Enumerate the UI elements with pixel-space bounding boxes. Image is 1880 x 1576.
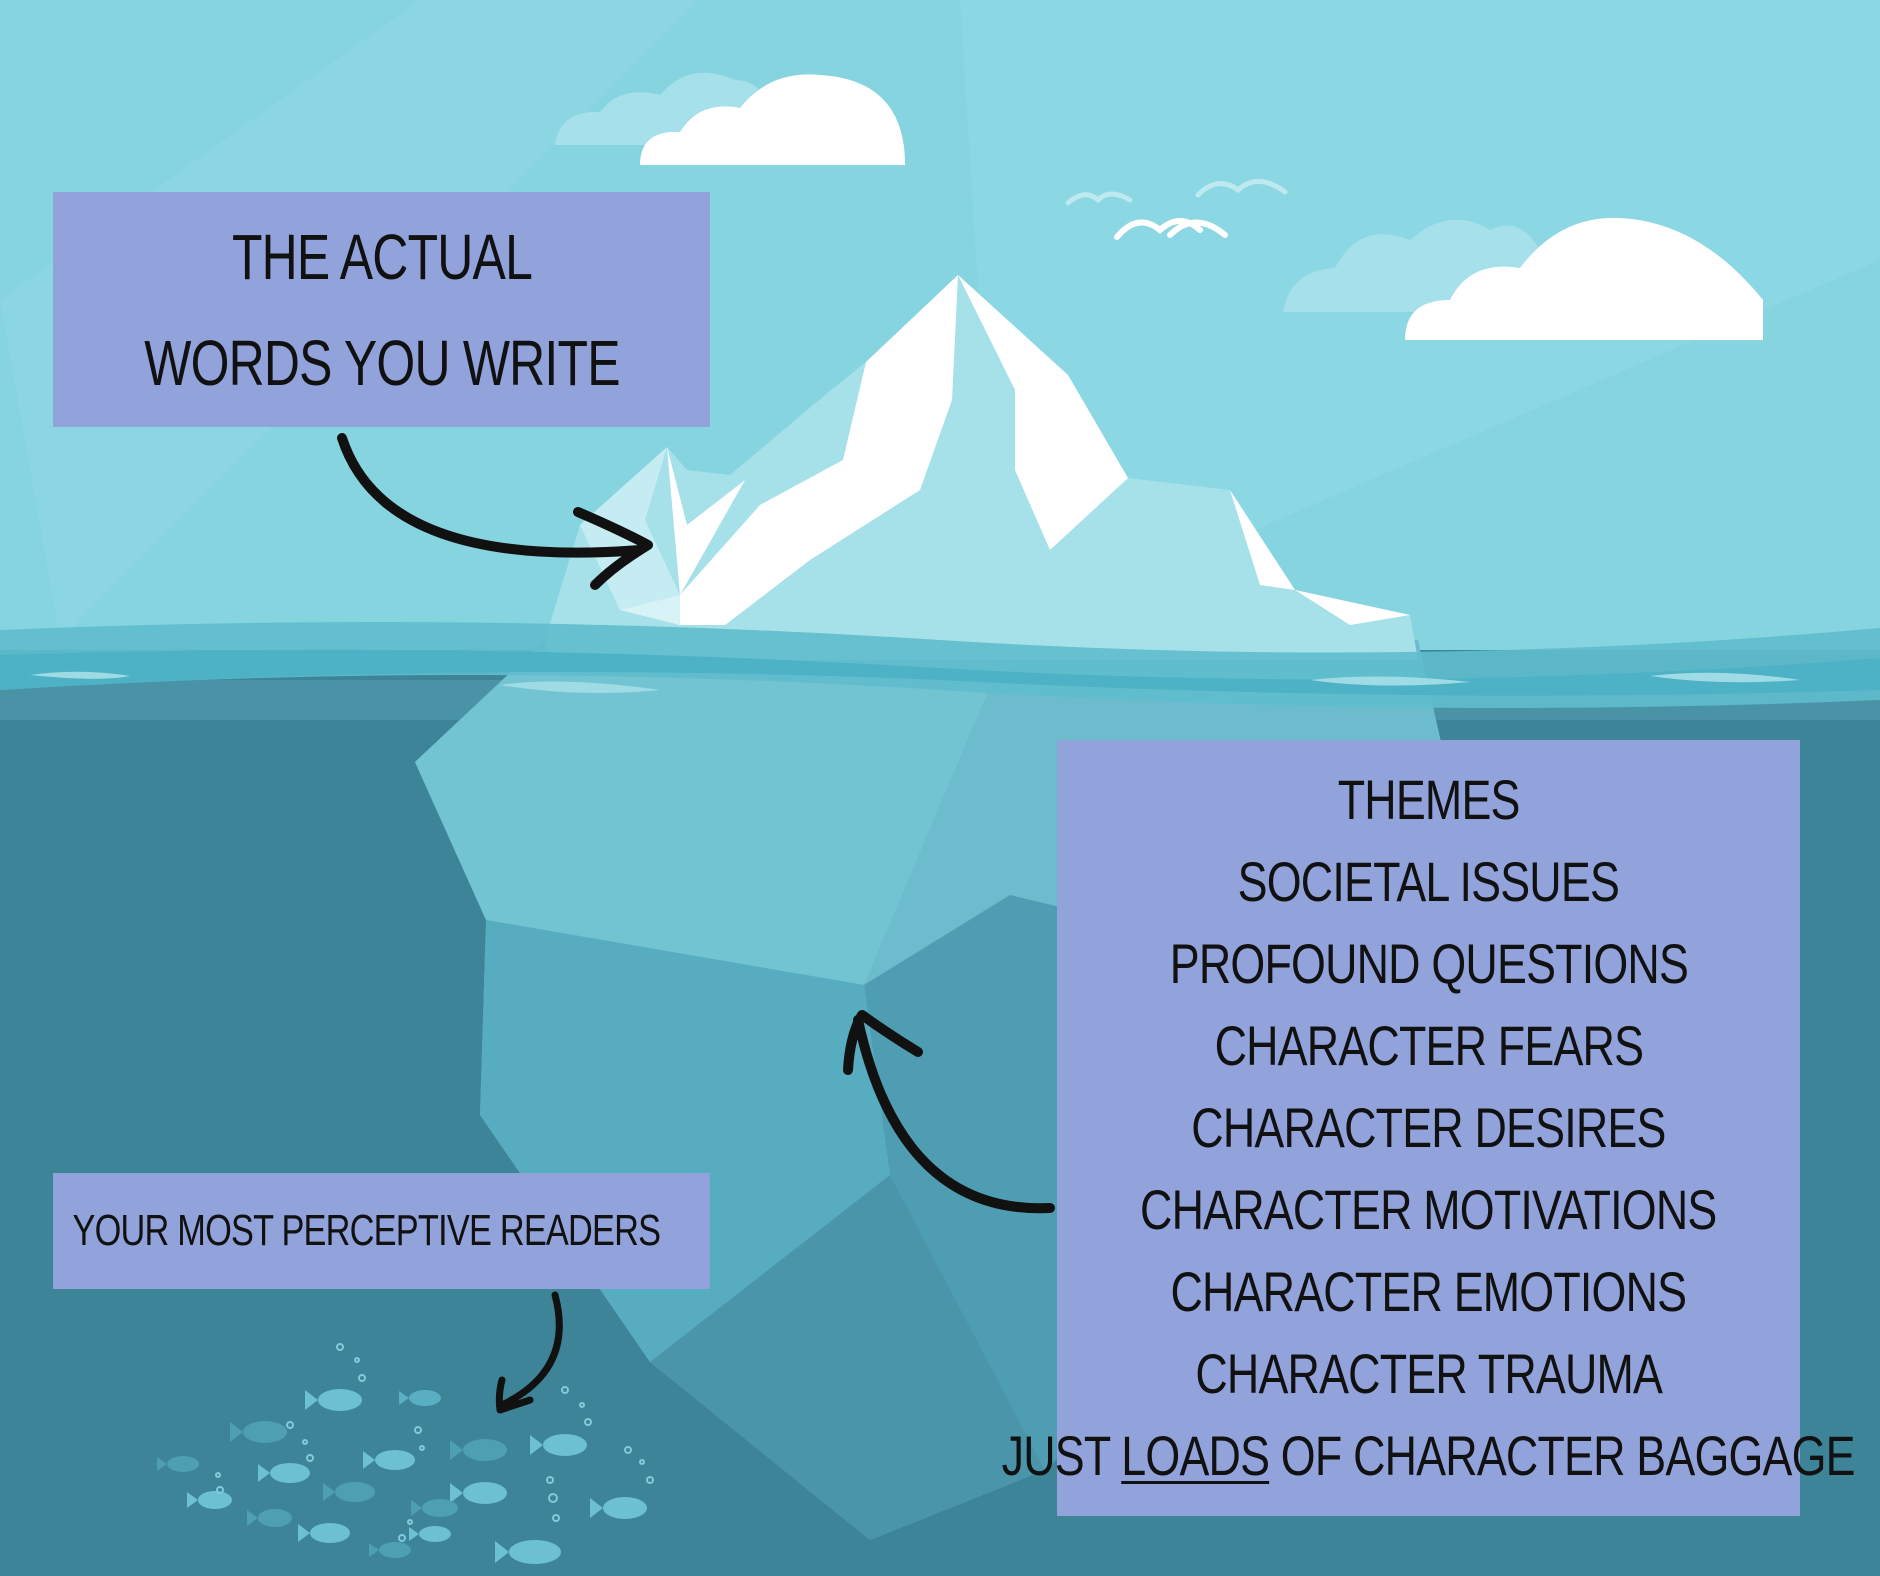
depth-label-box: THEMES SOCIETAL ISSUES PROFOUND QUESTION… <box>1002 740 1856 1516</box>
fish-icon <box>305 1389 362 1411</box>
arrow-depth <box>853 1015 1055 1214</box>
fish-icon <box>399 1390 441 1406</box>
wave-highlight <box>1650 672 1800 683</box>
cloud <box>1283 217 1763 340</box>
fish-icon <box>230 1421 287 1443</box>
baggage-suffix: OF CHARACTER BAGGAGE <box>1269 1424 1856 1487</box>
readers-label-box: YOUR MOST PERCEPTIVE READERS <box>53 1173 710 1289</box>
baggage-prefix: JUST <box>1001 1424 1122 1487</box>
arrow-surface-head <box>573 507 653 590</box>
arrow-surface <box>337 433 645 558</box>
fish-icon <box>369 1542 411 1558</box>
depth-item: PROFOUND QUESTIONS <box>1169 932 1688 995</box>
birds <box>1065 179 1288 240</box>
fish-icon <box>590 1497 647 1519</box>
fish-icon <box>450 1482 507 1504</box>
fish-icon <box>157 1456 199 1472</box>
baggage-emphasis: LOADS <box>1121 1424 1271 1487</box>
fish-icon <box>247 1509 292 1527</box>
fish-icon <box>258 1463 310 1483</box>
fish-icon <box>495 1540 561 1564</box>
fish-icon <box>409 1526 451 1542</box>
surface-label-box: THE ACTUAL WORDS YOU WRITE <box>53 192 710 427</box>
arrow-readers-head <box>495 1376 534 1414</box>
readers-label: YOUR MOST PERCEPTIVE READERS <box>72 1206 662 1255</box>
fish-icon <box>450 1439 507 1461</box>
depth-item: CHARACTER MOTIVATIONS <box>1140 1178 1717 1241</box>
arrow-readers <box>498 1291 563 1409</box>
fish-school <box>157 1389 647 1564</box>
depth-item: CHARACTER FEARS <box>1214 1014 1643 1077</box>
depth-item: THEMES <box>1337 768 1521 831</box>
fish-icon <box>530 1434 587 1456</box>
depth-item: SOCIETAL ISSUES <box>1237 850 1620 913</box>
depth-item-baggage: JUST LOADS OF CHARACTER BAGGAGE <box>1001 1415 1856 1497</box>
arrows <box>337 433 1055 1414</box>
fish-icon <box>363 1450 415 1470</box>
fish-icon <box>411 1499 458 1517</box>
wave-highlight <box>500 681 660 694</box>
depth-item: CHARACTER TRAUMA <box>1195 1342 1663 1405</box>
fish-icon <box>187 1491 232 1509</box>
surface-label: THE ACTUAL WORDS YOU WRITE <box>143 220 620 399</box>
arrow-depth-head <box>843 1010 923 1075</box>
water-surface <box>0 622 1880 708</box>
fish-icon <box>323 1482 375 1502</box>
depth-item: CHARACTER EMOTIONS <box>1170 1260 1688 1323</box>
wave-highlight <box>1310 676 1470 686</box>
fish-icon <box>298 1523 350 1543</box>
depth-item: CHARACTER DESIRES <box>1191 1096 1666 1159</box>
wave-highlight <box>30 671 130 679</box>
cloud <box>555 72 905 165</box>
bubbles <box>215 1343 654 1542</box>
